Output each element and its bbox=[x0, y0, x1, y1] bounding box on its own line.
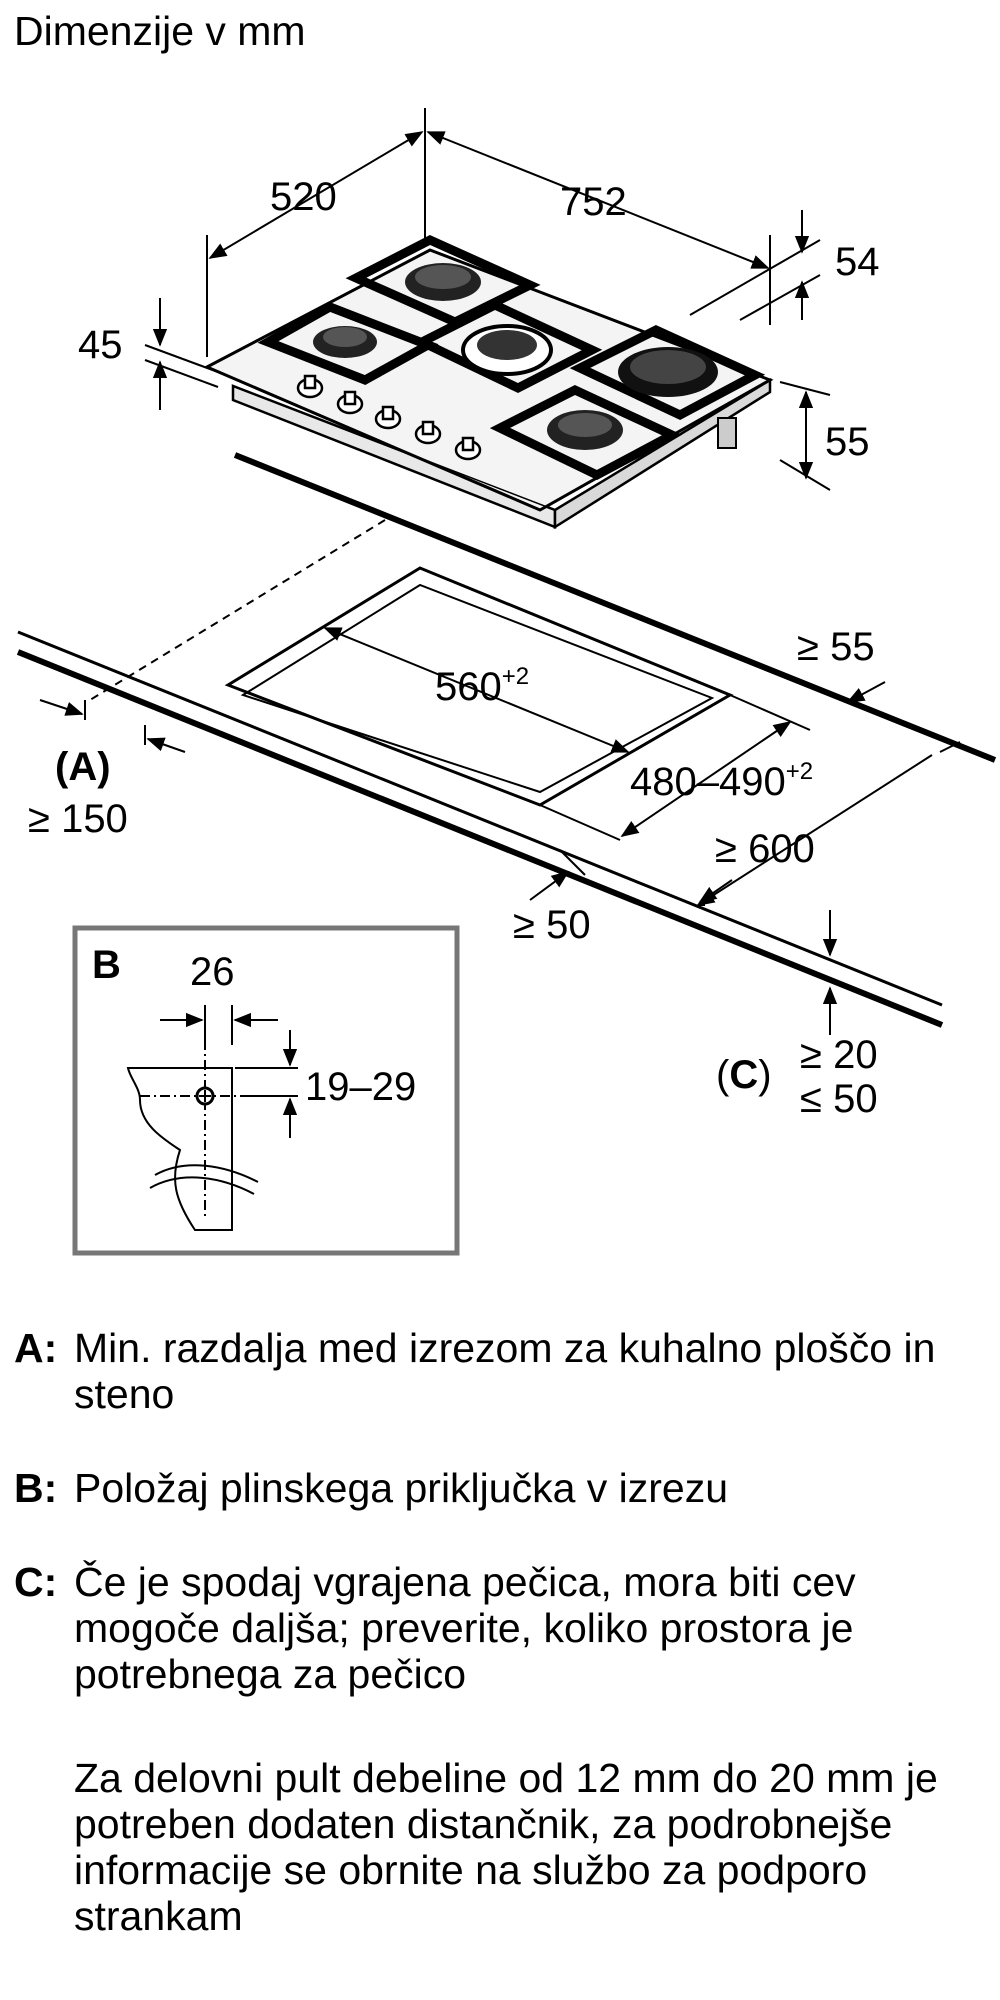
legend-text: Če je spodaj vgrajena pečica, mora biti … bbox=[74, 1559, 856, 1697]
legend: A: Min. razdalja med izrezom za kuhalno … bbox=[14, 1325, 984, 1745]
cooktop-drawing bbox=[203, 235, 774, 530]
legend-item-b: B: Položaj plinskega priključka v izrezu bbox=[14, 1465, 984, 1511]
label-c-open: ( bbox=[716, 1053, 730, 1097]
dimension-diagram: 520 752 54 45 55 560+2 480–490+2 ≥ 55 ≥ … bbox=[16, 108, 997, 1256]
dim-side-min: ≥ 600 bbox=[715, 827, 815, 871]
legend-item-c: C: Če je spodaj vgrajena pečica, mora bi… bbox=[14, 1559, 984, 1697]
legend-item-a: A: Min. razdalja med izrezom za kuhalno … bbox=[14, 1325, 984, 1417]
burner-center bbox=[411, 299, 603, 394]
spacer-note: Za delovni pult debeline od 12 mm do 20 … bbox=[74, 1755, 938, 1939]
detail-b: B 26 19–29 bbox=[72, 925, 460, 1256]
dim-cutout-width-tol: +2 bbox=[502, 663, 529, 690]
burner-front-right bbox=[489, 384, 683, 481]
label-c-letter: C bbox=[729, 1053, 758, 1097]
dim-cutout-depth-tol: +2 bbox=[786, 758, 813, 785]
burner-back-right bbox=[569, 325, 766, 421]
legend-key: A: bbox=[14, 1325, 58, 1371]
dim-cutout-depth: 480–490+2 bbox=[630, 758, 813, 804]
legend-key: C: bbox=[14, 1559, 58, 1605]
dim-width: 752 bbox=[560, 180, 627, 224]
dim-wall-min: ≥ 150 bbox=[28, 797, 128, 841]
dimension-lines bbox=[39, 108, 961, 1035]
dim-back-min: ≥ 55 bbox=[797, 625, 875, 669]
dim-glass: 45 bbox=[78, 323, 123, 367]
control-knobs bbox=[296, 374, 482, 461]
label-c-close: ) bbox=[758, 1053, 771, 1097]
dimension-labels: 520 752 54 45 55 560+2 480–490+2 ≥ 55 ≥ … bbox=[28, 175, 880, 1121]
dim-front-min: ≥ 50 bbox=[513, 903, 591, 947]
dim-counter-min: ≥ 20 bbox=[800, 1033, 878, 1077]
legend-text: Min. razdalja med izrezom za kuhalno plo… bbox=[74, 1325, 936, 1417]
dim-cutout-depth-value: 480–490 bbox=[630, 760, 786, 804]
dim-body-height: 55 bbox=[825, 420, 870, 464]
label-c: (C) bbox=[716, 1053, 772, 1097]
label-b: B bbox=[92, 943, 121, 987]
dim-depth: 520 bbox=[270, 175, 337, 219]
legend-key: B: bbox=[14, 1465, 58, 1511]
page-title: Dimenzije v mm bbox=[14, 8, 306, 54]
dim-cutout-width: 560+2 bbox=[435, 663, 529, 709]
detail-b-offset: 26 bbox=[190, 950, 235, 994]
legend-text: Položaj plinskega priključka v izrezu bbox=[74, 1465, 729, 1511]
dim-counter-max: ≤ 50 bbox=[800, 1077, 878, 1121]
dim-cutout-width-value: 560 bbox=[435, 665, 502, 709]
detail-b-height: 19–29 bbox=[305, 1065, 416, 1109]
dim-height-top: 54 bbox=[835, 240, 880, 284]
label-a: (A) bbox=[55, 745, 111, 789]
